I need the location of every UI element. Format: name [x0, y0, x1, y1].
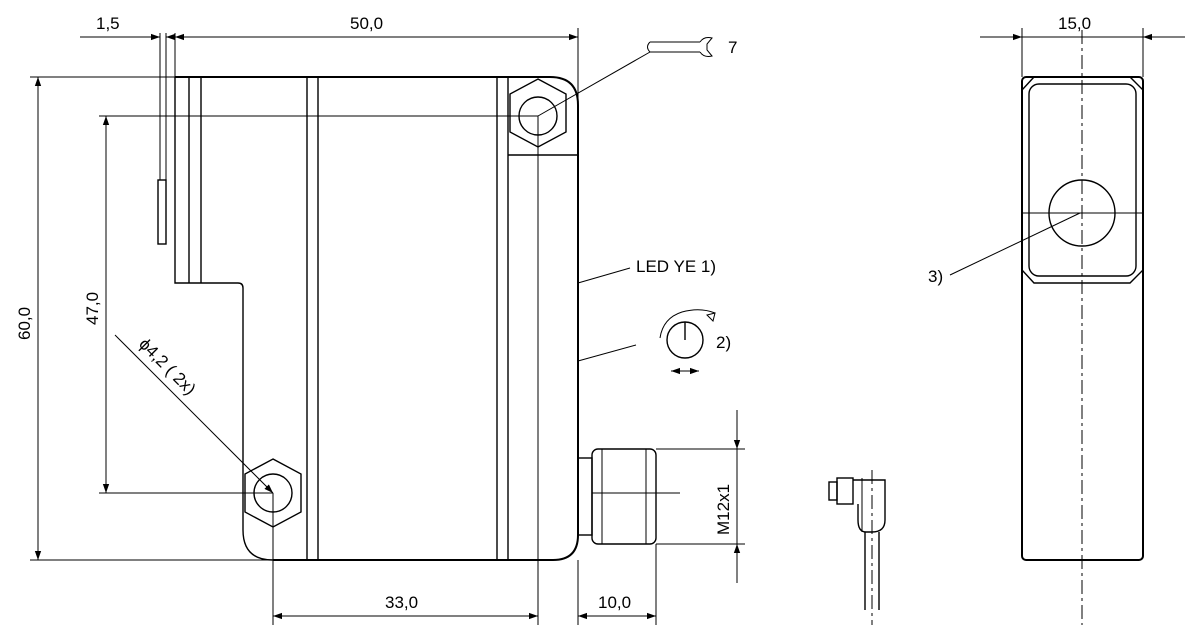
- m12-connector: [577, 448, 657, 545]
- dim-side-width: 15,0: [1058, 14, 1091, 33]
- callout-led: LED YE 1): [636, 257, 716, 276]
- mounting-flange: [174, 77, 274, 561]
- angled-connector-view: [828, 470, 886, 625]
- callout-lens: 3): [928, 267, 943, 286]
- side-view: 15,0: [980, 14, 1185, 625]
- dim-body-width: 50,0: [350, 14, 383, 33]
- sensor-housing: [175, 76, 579, 561]
- dim-flange-thickness: 1,5: [96, 14, 120, 33]
- wrench-icon: [647, 37, 713, 57]
- callout-wrench-size: 7: [728, 38, 737, 57]
- callouts: 7 LED YE 1) 2) 3): [537, 37, 1081, 375]
- dim-hole-diameter: ϕ4,2 ( 2x): [135, 334, 199, 398]
- flange-tab: [157, 179, 167, 245]
- dim-thread: M12x1: [714, 484, 733, 535]
- dim-hole-offset: 33,0: [385, 593, 418, 612]
- dim-overall-height: 60,0: [15, 307, 34, 340]
- dim-hole-spacing: 47,0: [83, 292, 102, 325]
- potentiometer-icon: [659, 309, 716, 375]
- callout-potentiometer: 2): [716, 333, 731, 352]
- front-window: [1021, 76, 1144, 284]
- front-view: [157, 33, 657, 561]
- dim-connector-length: 10,0: [598, 593, 631, 612]
- dimensions: 1,5 50,0 60,0 47,0 ϕ4,2 ( 2x) 33,0 10,0: [15, 14, 745, 625]
